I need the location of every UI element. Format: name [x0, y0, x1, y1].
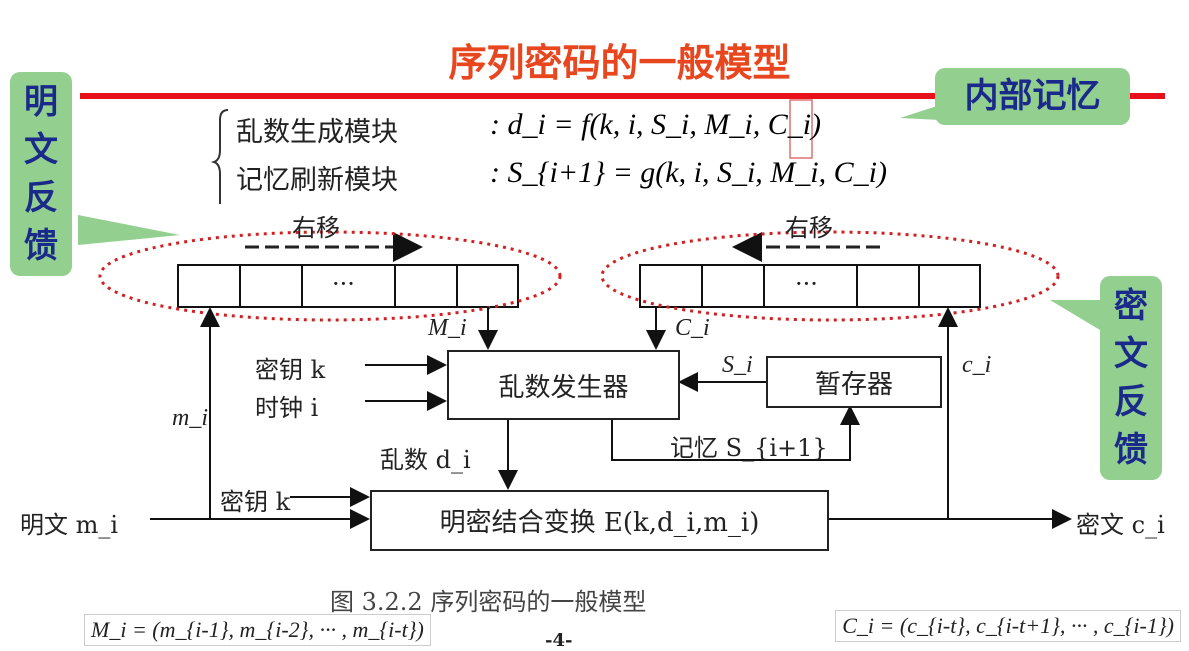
- shift-label-right: 右移: [785, 214, 833, 242]
- label-ci: c_i: [962, 352, 992, 378]
- label-Ci: C_i: [675, 315, 710, 341]
- callout-pointer-left: [78, 215, 180, 245]
- callout-pointer-top: [900, 105, 940, 120]
- update-module-label: 记忆刷新模块: [236, 165, 398, 196]
- page-number: -4-: [545, 630, 573, 651]
- gen-module-label: 乱数生成模块: [236, 117, 398, 148]
- ellipse-right: [600, 230, 1060, 322]
- label-plaintext: 明文 m_i: [20, 511, 119, 539]
- ellipse-left: [98, 230, 562, 322]
- figure-caption: 图 3.2.2 序列密码的一般模型: [330, 588, 647, 616]
- label-Si: S_i: [722, 352, 753, 378]
- label-key-k2: 密钥 k: [220, 488, 291, 516]
- combiner-box: 明密结合变换 E(k,d_i,m_i): [370, 490, 829, 551]
- plain-register: [177, 264, 519, 308]
- register-dots-left: ···: [332, 270, 355, 298]
- callout-internal-memory: 内部记忆: [935, 68, 1130, 125]
- highlight-box: [789, 99, 813, 159]
- callout-ciphertext-feedback: 密文反馈: [1100, 276, 1162, 480]
- gen-equation: : d_i = f(k, i, S_i, M_i, C_i): [490, 108, 822, 141]
- cipher-register: [639, 264, 981, 308]
- label-random-di: 乱数 d_i: [380, 446, 471, 474]
- label-Mi: M_i: [428, 315, 467, 341]
- label-clock-i: 时钟 i: [255, 394, 319, 422]
- label-mi: m_i: [172, 405, 208, 431]
- random-generator-box: 乱数发生器: [447, 350, 680, 420]
- label-memory: 记忆 S_{i+1}: [670, 434, 828, 462]
- register-box: 暂存器: [766, 356, 942, 408]
- callout-plaintext-feedback: 明文反馈: [10, 72, 72, 276]
- label-ciphertext: 密文 c_i: [1076, 511, 1165, 539]
- def-C: C_i = (c_{i-t}, c_{i-t+1}, ··· , c_{i-1}…: [835, 610, 1181, 642]
- update-equation: : S_{i+1} = g(k, i, S_i, M_i, C_i): [490, 156, 887, 189]
- shift-label-left: 右移: [292, 214, 340, 242]
- label-key-k: 密钥 k: [255, 356, 326, 384]
- brace: [210, 109, 229, 204]
- slide-title: 序列密码的一般模型: [448, 41, 791, 85]
- register-dots-right: ···: [795, 270, 818, 298]
- def-M: M_i = (m_{i-1}, m_{i-2}, ··· , m_{i-t}): [84, 614, 431, 646]
- callout-pointer-right: [1050, 300, 1100, 330]
